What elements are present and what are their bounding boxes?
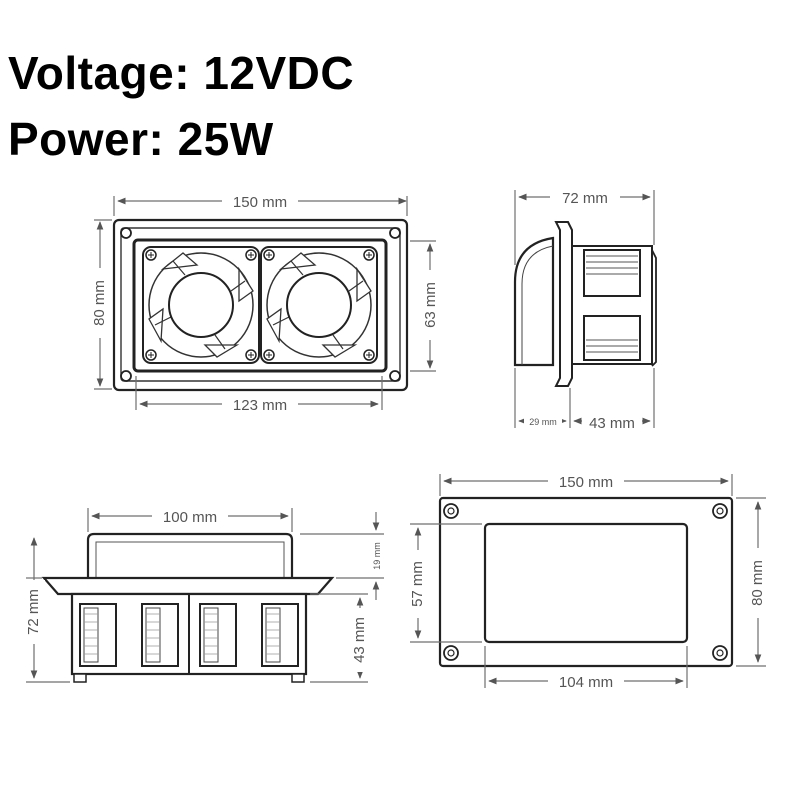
power-spec: Power: 25W [8, 113, 274, 165]
fan-right [260, 246, 378, 364]
body-depth-label: 43 mm [589, 415, 635, 432]
fan-left [142, 246, 260, 364]
flange-label: 29 mm [529, 417, 557, 427]
side-flange [554, 221, 573, 387]
fan-width-label: 123 mm [233, 397, 287, 414]
screw-hole [120, 370, 132, 382]
screw-hole [389, 370, 401, 382]
side-cover [513, 236, 555, 367]
voltage-spec: Voltage: 12VDC [8, 47, 355, 99]
side-view: 72 mm 29 mm 43 mm [513, 186, 657, 432]
cutout-height-label: 57 mm [409, 561, 426, 607]
handle-height-label: 19 mm [372, 542, 382, 570]
total-height-label: 72 mm [25, 589, 42, 635]
body-height-label: 43 mm [351, 617, 368, 663]
handle-width-label: 100 mm [163, 509, 217, 526]
front-view: 150 mm 80 mm 63 mm 123 mm [89, 190, 441, 414]
front-frame-inner [120, 227, 401, 382]
back-view: 150 mm 80 mm 57 mm 104 mm [407, 470, 769, 693]
handle [86, 532, 294, 578]
top-view: 100 mm 19 mm 72 mm 43 mm [23, 505, 384, 683]
screw-hole [389, 227, 401, 239]
front-height-label: 80 mm [91, 280, 108, 326]
back-cutout [483, 522, 689, 644]
top-flange [41, 576, 335, 596]
screw-hole [120, 227, 132, 239]
back-width-label: 150 mm [559, 474, 613, 491]
side-depth-label: 72 mm [562, 190, 608, 207]
cutout-width-label: 104 mm [559, 674, 613, 691]
fan-height-label: 63 mm [422, 282, 439, 328]
front-width-label: 150 mm [233, 194, 287, 211]
back-height-label: 80 mm [749, 560, 766, 606]
